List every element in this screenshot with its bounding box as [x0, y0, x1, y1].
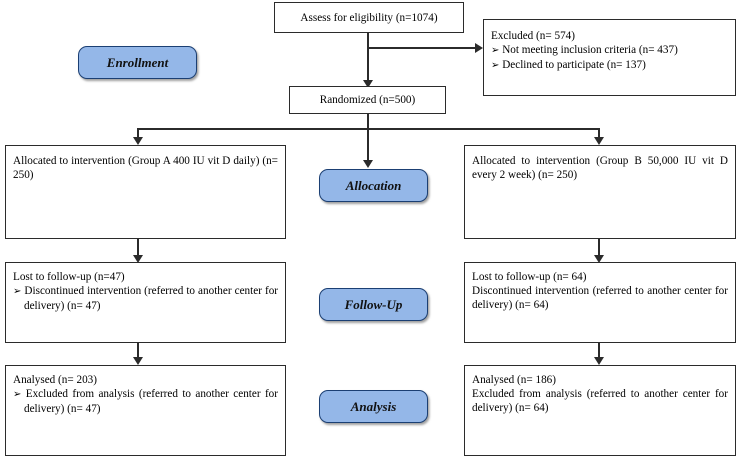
node-allocation-right: Allocated to intervention (Group B 50,00…: [464, 145, 736, 239]
excluded-reason-2: ➢ Declined to participate (n= 137): [491, 59, 646, 72]
arrowhead-to-excluded: [475, 43, 483, 53]
connector-right-follow-to-analysis: [598, 343, 600, 361]
arrowhead-to-randomized: [363, 80, 373, 88]
node-analysis-left: Analysed (n= 203) ➢ Excluded from analys…: [5, 365, 286, 456]
bullet-arrow-icon: ➢: [491, 60, 500, 72]
bullet-arrow-icon: ➢: [491, 45, 500, 57]
stage-enrollment-text: Enrollment: [106, 54, 169, 70]
bullet-arrow-icon: ➢: [13, 286, 22, 298]
arrowhead-to-alloc-right: [594, 137, 604, 145]
arrowhead-to-alloc-left: [133, 137, 143, 145]
arrowhead-right-follow: [594, 255, 604, 263]
node-followup-left: Lost to follow-up (n=47) ➢ Discontinued …: [5, 262, 286, 343]
node-excluded: Excluded (n= 574) ➢ Not meeting inclusio…: [483, 19, 736, 96]
arrowhead-left-analysis: [133, 357, 143, 365]
node-analysis-right: Analysed (n= 186) Excluded from analysis…: [464, 365, 736, 456]
excluded-reason-1: ➢ Not meeting inclusion criteria (n= 437…: [491, 44, 678, 57]
node-assess-eligibility: Assess for eligibility (n=1074): [274, 2, 464, 33]
stage-allocation-text: Allocation: [345, 177, 402, 193]
followup-right-line2: Discontinued intervention (referred to a…: [472, 285, 728, 312]
connector-left-alloc-to-follow: [137, 239, 139, 259]
connector-split-horizontal: [137, 128, 599, 130]
node-randomized: Randomized (n=500): [289, 86, 446, 114]
connector-randomized-down: [367, 114, 369, 163]
node-followup-right: Lost to follow-up (n= 64) Discontinued i…: [464, 262, 736, 343]
randomized-text: Randomized (n=500): [319, 94, 416, 106]
excluded-total-text: Excluded (n= 574): [491, 30, 575, 42]
bullet-arrow-icon: ➢: [13, 389, 22, 401]
followup-left-line2: ➢ Discontinued intervention (referred to…: [13, 285, 279, 313]
arrowhead-right-analysis: [594, 357, 604, 365]
connector-split-left-down: [137, 128, 139, 140]
arrowhead-to-allocation-stage: [363, 160, 373, 168]
analysis-right-line1: Analysed (n= 186): [472, 374, 556, 386]
stage-label-enrollment: Enrollment: [78, 46, 197, 79]
assess-eligibility-text: Assess for eligibility (n=1074): [300, 12, 438, 24]
allocation-left-text: Allocated to intervention (Group A 400 I…: [13, 155, 278, 182]
stage-followup-text: Follow-Up: [344, 296, 403, 312]
connector-split-right-down: [598, 128, 600, 140]
followup-left-line1: Lost to follow-up (n=47): [13, 271, 125, 283]
connector-assess-down: [367, 33, 369, 83]
allocation-right-text: Allocated to intervention (Group B 50,00…: [472, 155, 728, 182]
arrowhead-left-follow: [133, 255, 143, 263]
stage-analysis-text: Analysis: [350, 398, 397, 414]
analysis-left-line1: Analysed (n= 203): [13, 374, 97, 386]
connector-right-alloc-to-follow: [598, 239, 600, 259]
node-allocation-left: Allocated to intervention (Group A 400 I…: [5, 145, 286, 239]
followup-right-line1: Lost to follow-up (n= 64): [472, 271, 587, 283]
analysis-left-line2: ➢ Excluded from analysis (referred to an…: [13, 388, 278, 416]
stage-label-analysis: Analysis: [319, 390, 428, 423]
connector-assess-to-excluded: [367, 47, 477, 49]
stage-label-allocation: Allocation: [319, 169, 428, 202]
stage-label-followup: Follow-Up: [319, 288, 428, 321]
analysis-right-line2: Excluded from analysis (referred to anot…: [472, 388, 728, 415]
connector-left-follow-to-analysis: [137, 343, 139, 361]
